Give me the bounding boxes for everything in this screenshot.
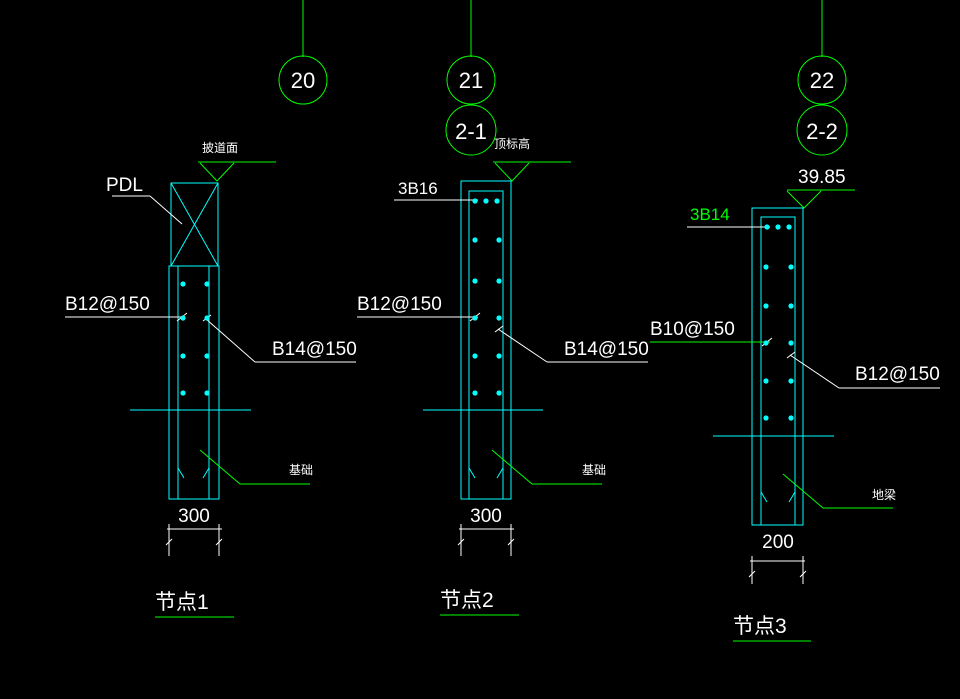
axis-21-number: 21 xyxy=(459,68,483,93)
axis-22-number: 22 xyxy=(810,68,834,93)
node-2-vertical-bar: B12@150 xyxy=(357,294,442,315)
node-1 xyxy=(65,161,356,618)
section-2-2-label: 2-2 xyxy=(806,119,838,144)
node-3-width-dim: 200 xyxy=(762,532,794,553)
elevation-triangle-icon xyxy=(494,162,530,182)
axis-21-bubble xyxy=(446,55,496,105)
node-2 xyxy=(357,161,648,616)
node-3-base-label: 地梁 xyxy=(872,487,896,502)
node-1-horizontal-bar: B14@150 xyxy=(272,339,357,360)
elevation-triangle-icon xyxy=(786,190,822,209)
axis-20-bubble xyxy=(278,55,328,105)
axis-20-number: 20 xyxy=(291,68,315,93)
rebar-dots xyxy=(180,281,210,396)
elevation-triangle-icon xyxy=(199,162,235,182)
node-3-elevation: 39.85 xyxy=(798,167,846,188)
node-2-top-bar: 3B16 xyxy=(398,179,438,198)
node-3-horizontal-bar: B12@150 xyxy=(855,364,940,385)
node-3-vertical-bar: B10@150 xyxy=(650,319,735,340)
node-1-marker-label: PDL xyxy=(106,175,143,196)
node-2-horizontal-bar: B14@150 xyxy=(564,339,649,360)
node-2-base-label: 基础 xyxy=(582,463,606,477)
node-2-top-label: 顶标高 xyxy=(494,136,530,151)
section-2-2-bubble xyxy=(796,104,848,156)
rebar-dots xyxy=(472,198,502,396)
node-3-top-bar: 3B14 xyxy=(690,205,730,224)
node-3 xyxy=(650,189,940,642)
node-3-title: 节点3 xyxy=(733,615,787,638)
rebar-dots xyxy=(763,224,794,421)
node-1-width-dim: 300 xyxy=(178,506,210,527)
node-2-width-dim: 300 xyxy=(470,506,502,527)
section-2-1-label: 2-1 xyxy=(455,119,487,144)
node-1-title: 节点1 xyxy=(155,591,209,614)
node-2-title: 节点2 xyxy=(440,589,494,612)
section-2-1-bubble xyxy=(445,104,497,156)
node-1-top-label: 披道面 xyxy=(202,141,238,155)
node-1-vertical-bar: B12@150 xyxy=(65,294,150,315)
node-1-base-label: 基础 xyxy=(289,463,313,477)
axis-22-bubble xyxy=(797,55,847,105)
wall-outline xyxy=(168,265,220,500)
